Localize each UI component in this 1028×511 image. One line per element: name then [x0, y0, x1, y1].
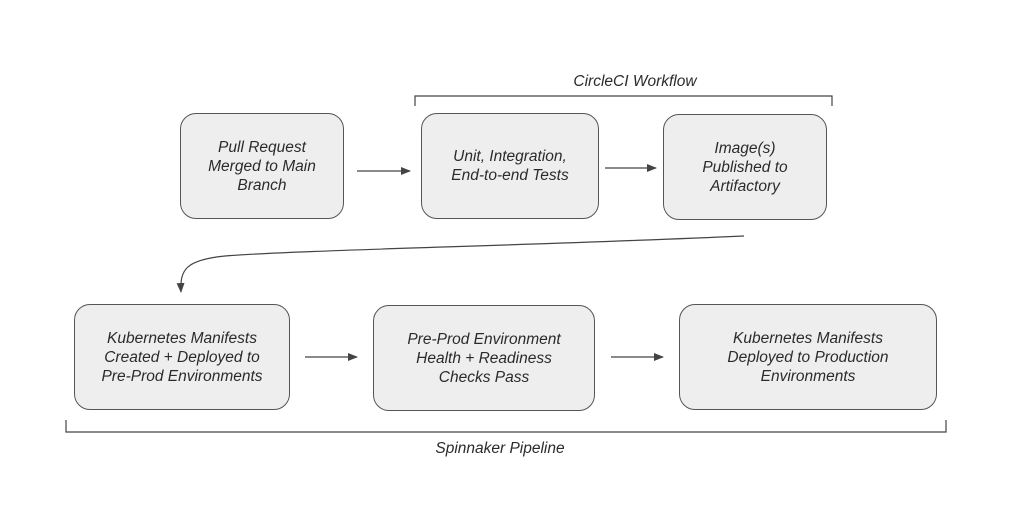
step-manifests-preprod: Kubernetes Manifests Created + Deployed … [74, 304, 290, 410]
step-text-line: Artifactory [710, 177, 780, 195]
step-text-line: Image(s) [714, 139, 776, 157]
step-text-line: Pre-Prod Environments [101, 367, 263, 385]
step-text-line: Checks Pass [438, 368, 530, 386]
circleci-workflow-label: CircleCI Workflow [573, 73, 697, 90]
spinnaker-bracket [65, 420, 947, 433]
spinnaker-pipeline-label: Spinnaker Pipeline [435, 440, 565, 457]
step-text-line: End-to-end Tests [451, 167, 569, 184]
step-text-line: Unit, Integration, [453, 148, 567, 165]
step-text-line: Kubernetes Manifests [107, 329, 257, 347]
step-preprod-health-checks: Pre-Prod Environment Health + Readiness … [373, 305, 595, 411]
step-tests: Unit, Integration, End-to-end Tests [421, 113, 599, 219]
step-text-line: Deployed to Production [727, 348, 889, 366]
step-manifests-production: Kubernetes Manifests Deployed to Product… [679, 304, 937, 410]
step-text-line: Branch [237, 176, 287, 194]
step-text-line: Created + Deployed to [104, 348, 260, 366]
step-text-line: Environments [760, 367, 856, 385]
step-text-line: Health + Readiness [416, 349, 552, 367]
step-text-line: Pull Request [218, 138, 306, 156]
step-text-line: Kubernetes Manifests [733, 329, 883, 347]
arrow-step3-to-step4 [176, 235, 745, 293]
step-pull-request-merged: Pull Request Merged to Main Branch [180, 113, 344, 219]
step-text-line: Published to [702, 158, 788, 176]
circleci-bracket [414, 95, 833, 106]
step-text-line: Pre-Prod Environment [407, 330, 561, 348]
step-images-published: Image(s) Published to Artifactory [663, 114, 827, 220]
step-text-line: Merged to Main [208, 157, 316, 175]
